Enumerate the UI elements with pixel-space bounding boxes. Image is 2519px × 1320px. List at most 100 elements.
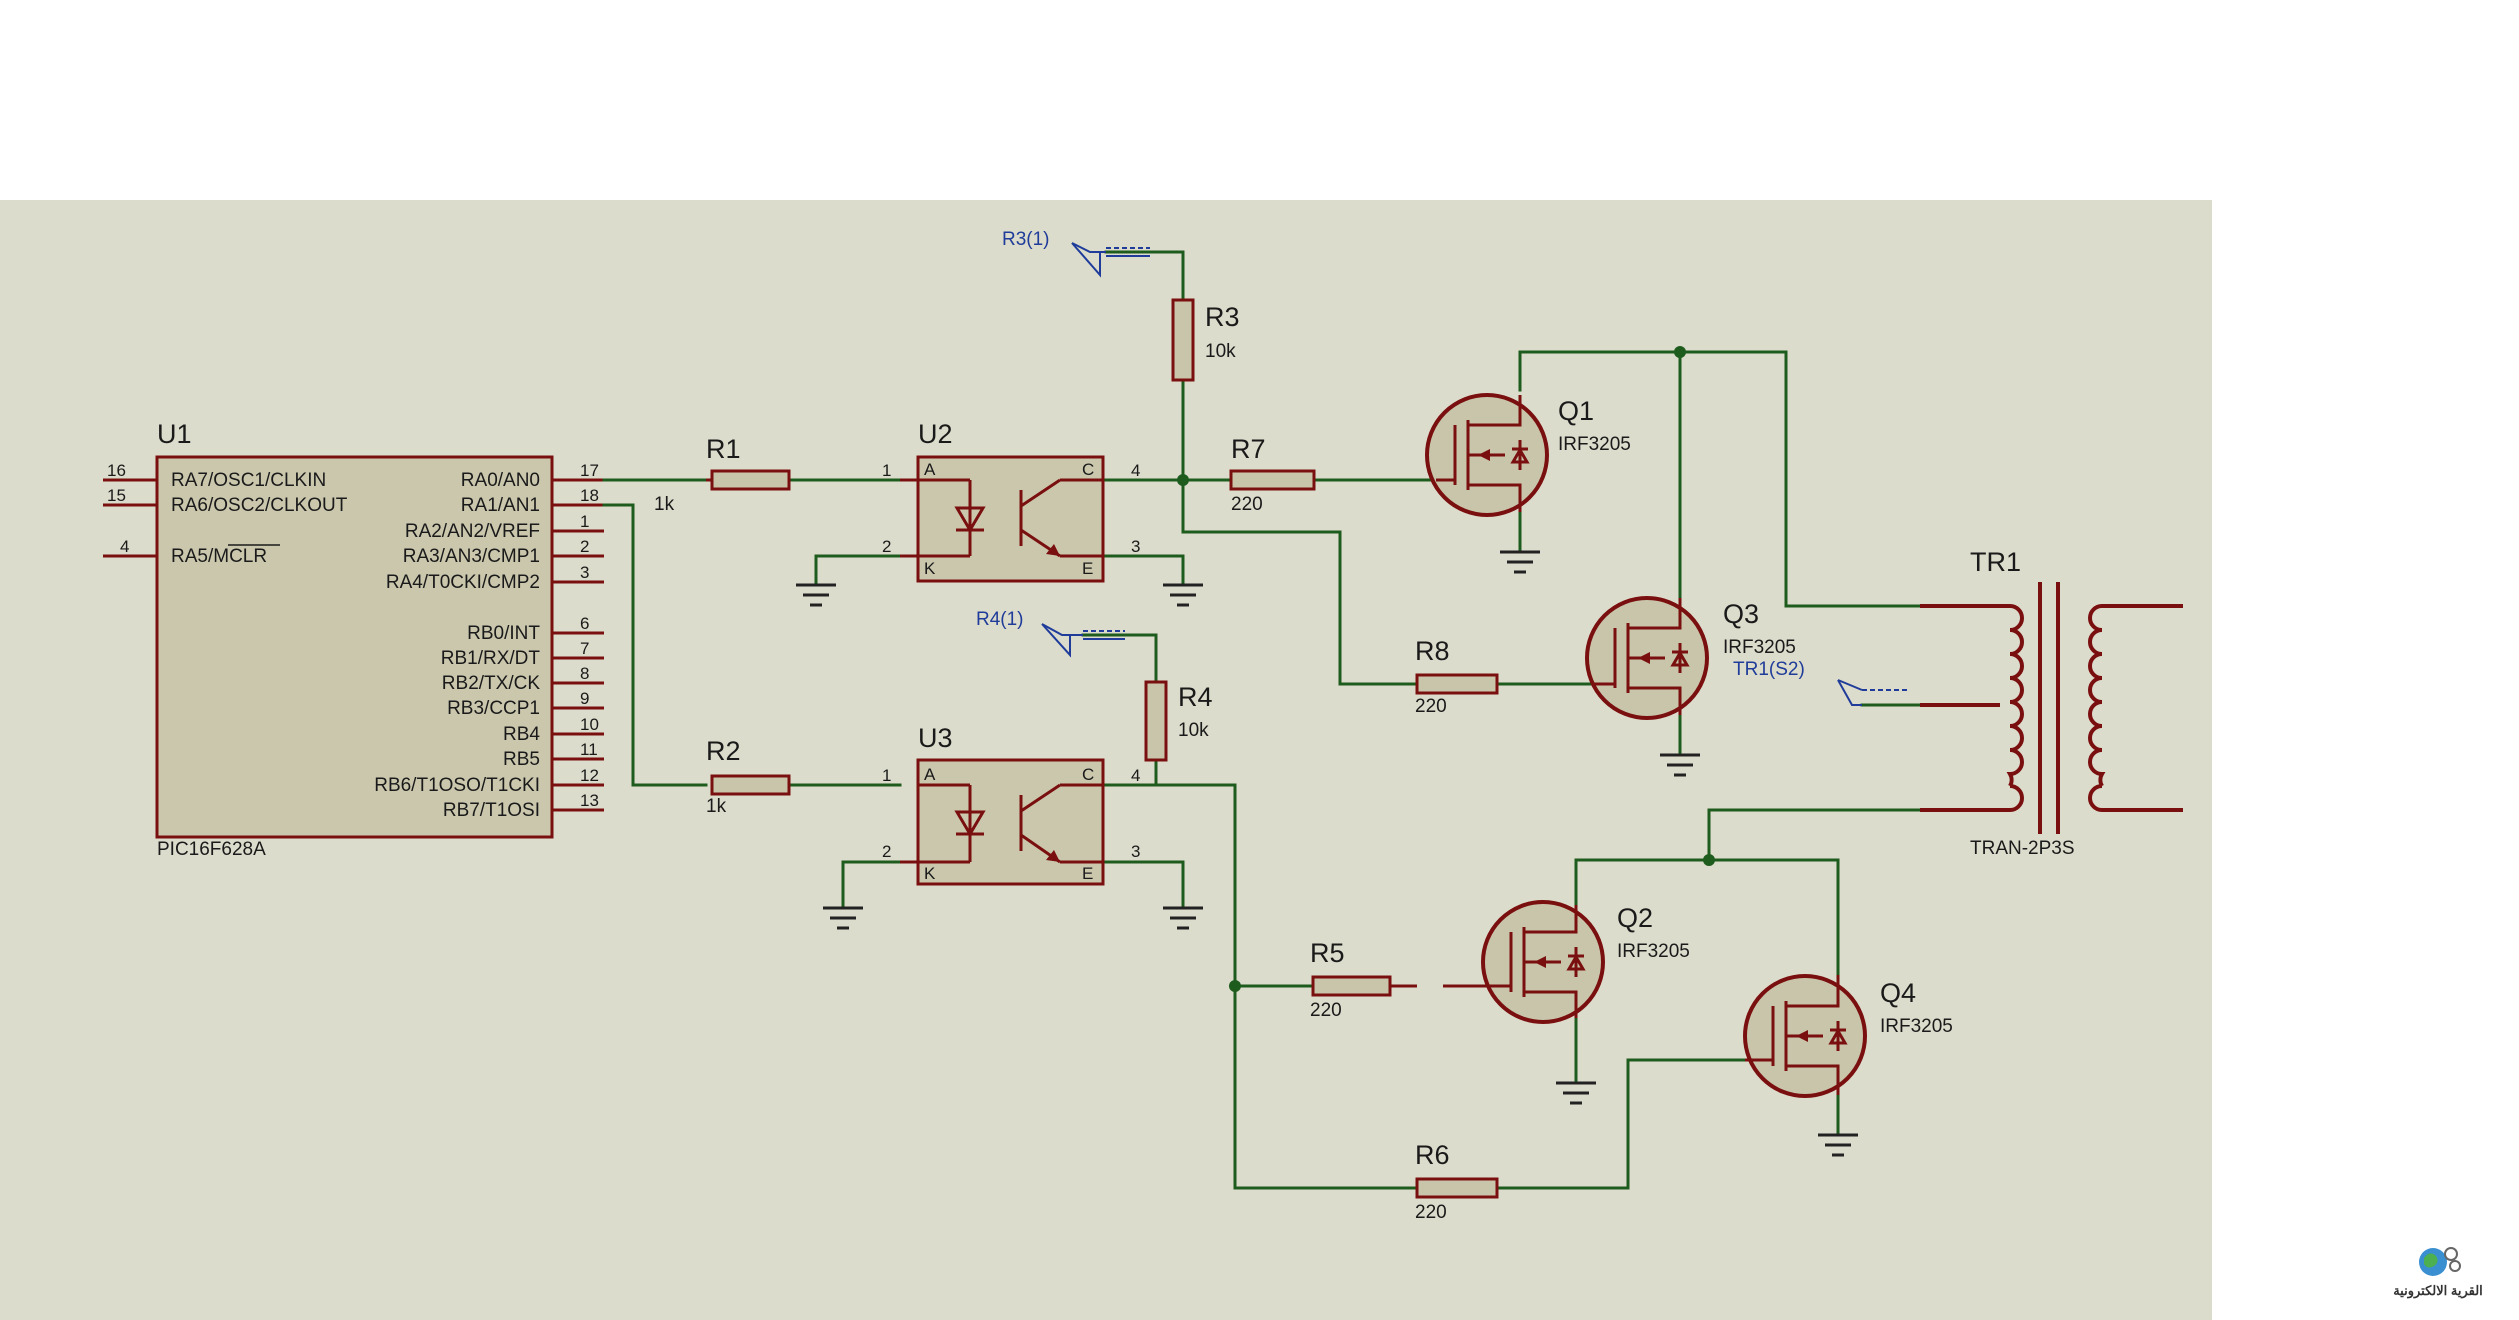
u2-optocoupler[interactable] (900, 455, 1105, 583)
u3-num-1: 1 (882, 766, 891, 785)
r2-ref: R2 (706, 736, 741, 766)
ground-symbols (796, 550, 1858, 1157)
ground-icon (1163, 583, 1203, 607)
tr1-part: TRAN-2P3S (1970, 838, 2075, 859)
q4-ref: Q4 (1880, 978, 1916, 1008)
u1-pin-num: 7 (580, 639, 589, 658)
u1-pin-name: RA4/T0CKI/CMP2 (386, 572, 540, 593)
terminal-tr1[interactable] (1837, 679, 1910, 706)
u3-num-3: 3 (1131, 842, 1140, 861)
u1-pin-num: 13 (580, 791, 599, 810)
u2-pin-a: A (924, 460, 936, 479)
r4-value: 10k (1178, 720, 1209, 741)
junction-dots (1177, 346, 1715, 992)
q3-part: IRF3205 (1723, 637, 1796, 658)
r8-value: 220 (1415, 696, 1447, 717)
u1-pin-num: 4 (120, 537, 129, 556)
u1-pin-name: RA7/OSC1/CLKIN (171, 470, 326, 491)
r1-ref: R1 (706, 434, 741, 464)
r6-ref: R6 (1415, 1140, 1450, 1170)
r6-value: 220 (1415, 1202, 1447, 1223)
u1-pin-name: RB0/INT (467, 623, 540, 644)
u1-pin-name: RA3/AN3/CMP1 (403, 546, 540, 567)
r3-resistor[interactable] (1171, 298, 1195, 382)
r2-value: 1k (706, 796, 727, 817)
u1-pin-name: RB6/T1OSO/T1CKI (374, 775, 540, 796)
u1-pin-name: RA2/AN2/VREF (405, 521, 540, 542)
u1-pin-name: RB4 (503, 724, 540, 745)
u1-pin-name: RA5/MCLR (171, 546, 267, 567)
u1-pin-name: RB5 (503, 749, 540, 770)
u1-ref: U1 (157, 419, 192, 449)
watermark-logo (2419, 1247, 2461, 1276)
q1-mosfet[interactable] (1425, 393, 1549, 517)
terminal-r3-label: R3(1) (1002, 229, 1050, 250)
u1-pin-num: 18 (580, 486, 599, 505)
u2-pin-k: K (924, 559, 936, 578)
q2-part: IRF3205 (1617, 941, 1690, 962)
r8-resistor[interactable] (1415, 673, 1499, 695)
u3-pin-k: K (924, 864, 936, 883)
u1-part: PIC16F628A (157, 839, 266, 860)
q4-part: IRF3205 (1880, 1016, 1953, 1037)
u1-pin-num: 8 (580, 664, 589, 683)
u3-ref: U3 (918, 723, 953, 753)
r3-value: 10k (1205, 341, 1236, 362)
watermark-text: القرية الالكترونية (2393, 1283, 2483, 1299)
r7-resistor[interactable] (1229, 469, 1316, 491)
r5-resistor[interactable] (1311, 975, 1470, 997)
r1-resistor[interactable] (706, 469, 791, 491)
u1-pin-num: 16 (107, 461, 126, 480)
u1-pin-num: 12 (580, 766, 599, 785)
terminal-r4[interactable] (1041, 623, 1125, 658)
u1-pin-name: RB3/CCP1 (447, 698, 540, 719)
r4-ref: R4 (1178, 682, 1213, 712)
ground-icon (823, 906, 863, 930)
u3-optocoupler[interactable] (900, 758, 1105, 886)
u1-pin-num: 1 (580, 512, 589, 531)
r5-value: 220 (1310, 1000, 1342, 1021)
u1-pin-num: 15 (107, 486, 126, 505)
q4-mosfet[interactable] (1743, 974, 1867, 1098)
u2-num-4: 4 (1131, 461, 1140, 480)
q3-ref: Q3 (1723, 599, 1759, 629)
u1-pin-num: 10 (580, 715, 599, 734)
u1-right-pin-numbers: 17 18 1 2 3 6 7 8 9 10 11 12 13 (580, 461, 599, 810)
r6-resistor[interactable] (1415, 1177, 1499, 1199)
ground-icon (1556, 1081, 1596, 1105)
u3-pin-c: C (1082, 765, 1094, 784)
u3-pin-a: A (924, 765, 936, 784)
u3-num-2: 2 (882, 842, 891, 861)
ground-icon (1500, 550, 1540, 574)
u1-pin-num: 6 (580, 614, 589, 633)
r4-resistor[interactable] (1144, 680, 1168, 762)
u2-pin-c: C (1082, 460, 1094, 479)
ground-icon (1660, 753, 1700, 777)
u3-num-4: 4 (1131, 766, 1140, 785)
u2-ref: U2 (918, 419, 953, 449)
u2-pin-e: E (1082, 559, 1093, 578)
tr1-ref: TR1 (1970, 547, 2021, 577)
q3-mosfet[interactable] (1585, 596, 1709, 720)
tr1-transformer[interactable] (1920, 582, 2183, 834)
u2-num-3: 3 (1131, 537, 1140, 556)
u1-microcontroller[interactable] (103, 455, 604, 839)
r2-resistor[interactable] (710, 774, 791, 796)
terminal-tr1-label: TR1(S2) (1733, 659, 1805, 680)
terminal-r3[interactable] (1071, 242, 1150, 278)
u1-pin-num: 9 (580, 689, 589, 708)
u1-pin-num: 3 (580, 563, 589, 582)
q1-ref: Q1 (1558, 396, 1594, 426)
r7-value: 220 (1231, 494, 1263, 515)
u1-pin-num: 2 (580, 537, 589, 556)
q2-mosfet[interactable] (1470, 900, 1605, 1024)
u1-pin-name: RA1/AN1 (461, 495, 540, 516)
r7-ref: R7 (1231, 434, 1266, 464)
terminal-r4-label: R4(1) (976, 609, 1024, 630)
r3-ref: R3 (1205, 302, 1240, 332)
r5-ref: R5 (1310, 938, 1345, 968)
ground-icon (796, 583, 836, 607)
r8-ref: R8 (1415, 636, 1450, 666)
u1-pin-name: RB2/TX/CK (442, 673, 541, 694)
